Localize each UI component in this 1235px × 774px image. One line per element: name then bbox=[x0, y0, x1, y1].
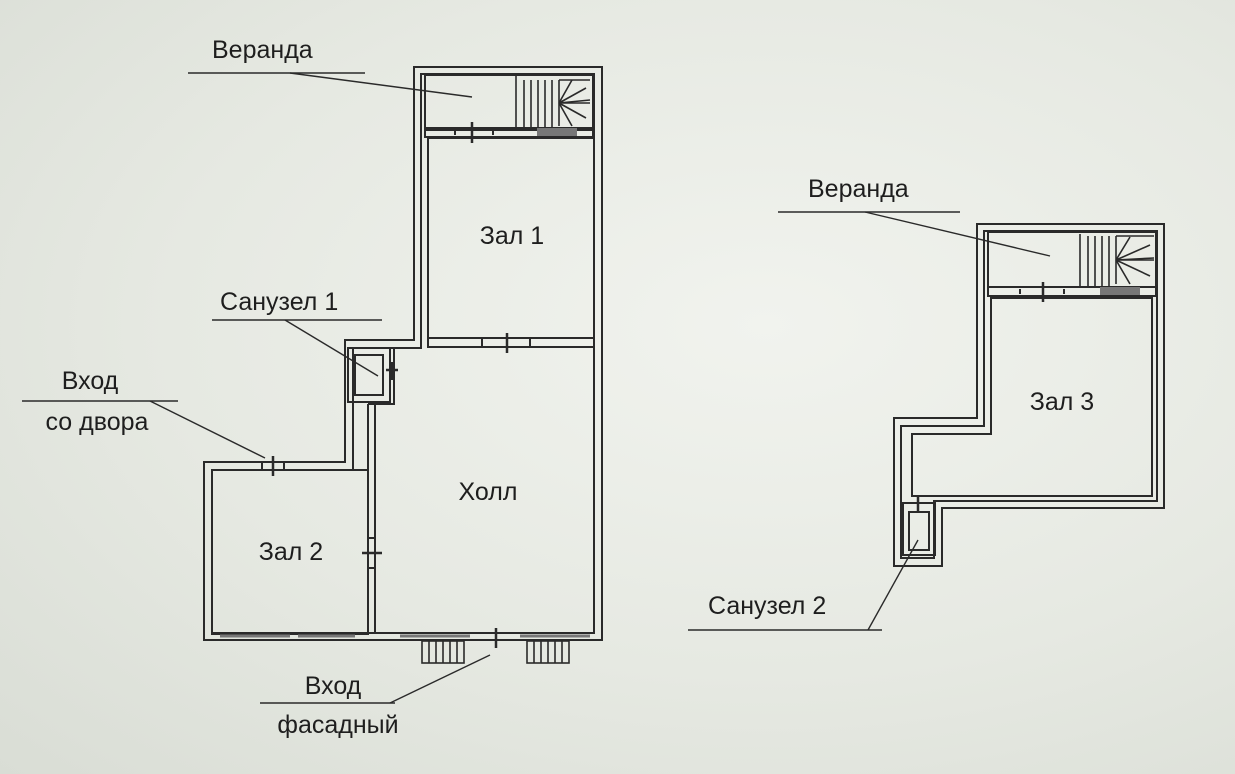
building-left bbox=[203, 66, 603, 664]
leader-lines bbox=[22, 72, 1051, 704]
label-vhod-dvor-line1: Вход bbox=[61, 367, 119, 395]
sanuzel1-room bbox=[347, 347, 391, 403]
label-holl: Холл bbox=[458, 478, 518, 506]
label-zal3: Зал 3 bbox=[1029, 388, 1095, 416]
building-right bbox=[893, 223, 1165, 567]
building-left-outer-wall bbox=[203, 66, 603, 641]
veranda-right-south-wall bbox=[987, 286, 1157, 297]
veranda-right-window bbox=[1100, 287, 1140, 295]
label-veranda-right: Веранда bbox=[808, 175, 909, 203]
label-zal2: Зал 2 bbox=[258, 538, 324, 566]
building-right-inner-wall bbox=[900, 230, 1158, 559]
zal2-room bbox=[211, 469, 369, 635]
zal1-holl-partition bbox=[427, 337, 595, 348]
facade-steps-left-icon bbox=[421, 640, 465, 664]
label-sanuzel2: Санузел 2 bbox=[708, 592, 827, 620]
label-vhod-dvor-line2: со двора bbox=[45, 408, 149, 436]
stairs-left-icon bbox=[515, 76, 591, 128]
zal3-room bbox=[911, 297, 1153, 497]
label-vhod-fasad-line2: фасадный bbox=[277, 711, 399, 739]
veranda-left-window bbox=[537, 128, 577, 136]
veranda-left-room bbox=[424, 74, 594, 131]
label-sanuzel1: Санузел 1 bbox=[220, 288, 339, 316]
label-veranda-left: Веранда bbox=[212, 36, 313, 64]
label-vhod-fasad-line1: Вход bbox=[304, 672, 362, 700]
building-right-outer-wall bbox=[893, 223, 1165, 567]
label-zal1: Зал 1 bbox=[479, 222, 545, 250]
stairs-right-icon bbox=[1079, 234, 1155, 286]
facade-steps-right-icon bbox=[526, 640, 570, 664]
